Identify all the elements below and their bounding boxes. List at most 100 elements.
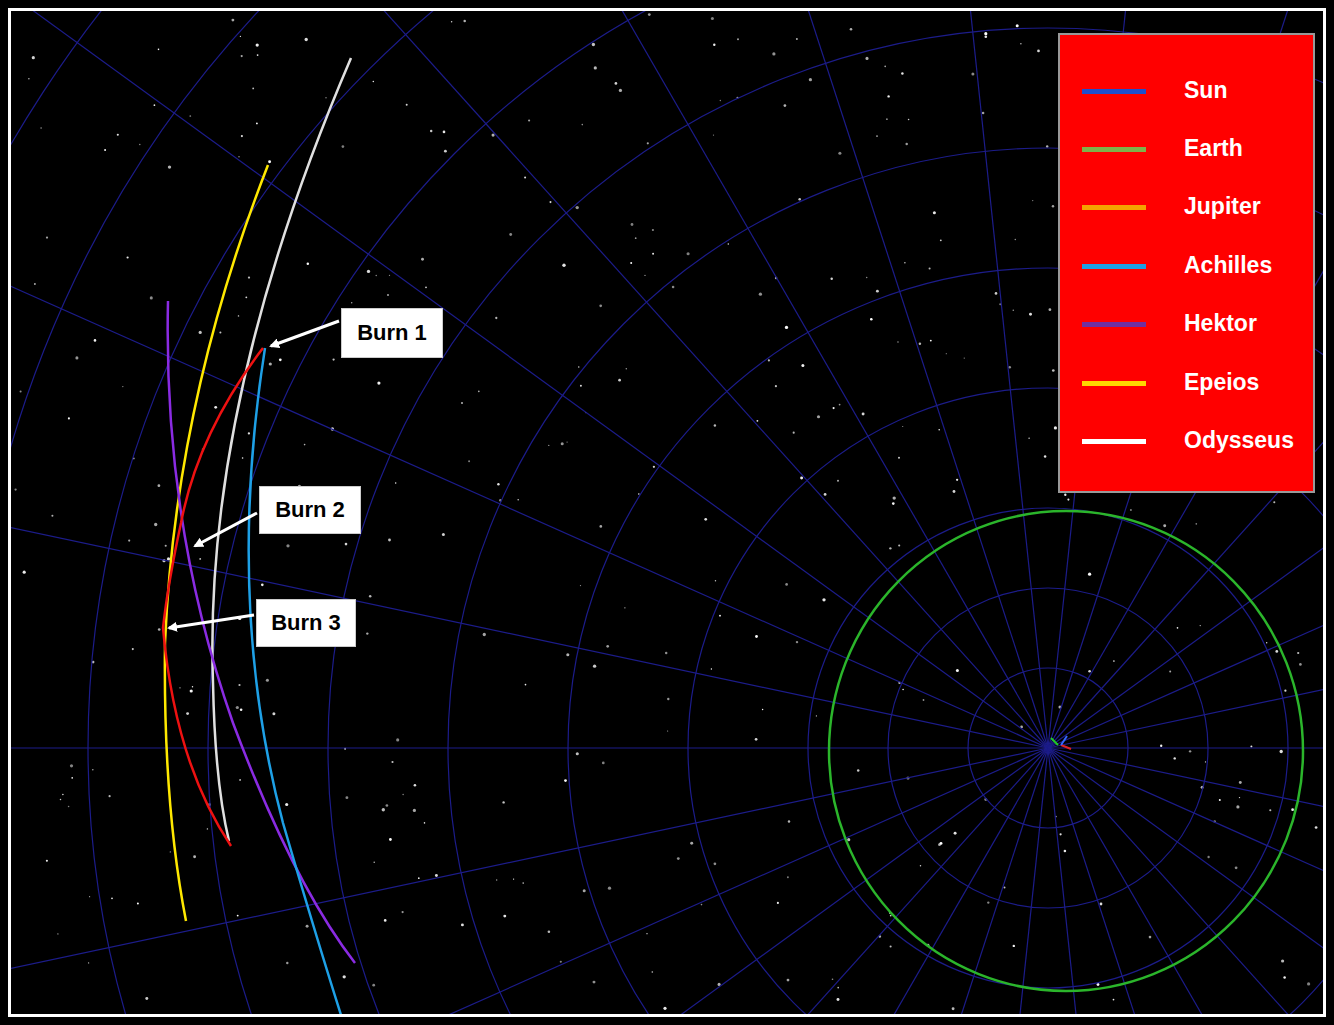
star	[245, 296, 247, 298]
star	[442, 533, 445, 536]
star	[168, 165, 171, 168]
star	[332, 358, 334, 360]
star	[167, 557, 170, 560]
star	[647, 142, 649, 144]
star	[94, 339, 97, 342]
star	[32, 56, 35, 59]
star	[389, 838, 392, 841]
callout-box: Burn 2	[259, 486, 361, 534]
star	[908, 119, 910, 121]
star	[373, 81, 375, 83]
star	[389, 275, 390, 276]
star	[483, 633, 486, 636]
star	[384, 919, 387, 922]
star	[413, 809, 416, 812]
legend-box: SunEarthJupiterAchillesHektorEpeiosOdyss…	[1058, 33, 1315, 493]
star	[1060, 833, 1062, 835]
star	[304, 444, 306, 446]
star	[938, 429, 940, 431]
star	[833, 407, 835, 409]
legend-entry: Hektor	[1060, 308, 1313, 342]
star	[1037, 50, 1040, 53]
star	[240, 36, 241, 37]
star	[23, 571, 26, 574]
star	[189, 115, 191, 117]
star	[714, 862, 717, 865]
grid-ring	[88, 11, 1326, 1017]
star	[122, 386, 123, 387]
star	[342, 145, 345, 148]
star	[876, 135, 878, 137]
grid-spoke	[1048, 11, 1326, 748]
star	[1064, 850, 1067, 853]
legend-swatch	[1082, 147, 1146, 152]
star	[728, 243, 729, 244]
star	[796, 38, 798, 40]
spacecraft-trajectory	[163, 348, 263, 846]
star	[631, 223, 634, 226]
star	[158, 484, 161, 487]
star	[652, 229, 654, 231]
star	[890, 945, 892, 947]
grid-spoke	[1048, 748, 1326, 1017]
star	[1273, 501, 1275, 503]
star	[68, 806, 70, 808]
star	[667, 730, 668, 731]
star	[713, 134, 714, 135]
star	[179, 687, 180, 688]
star	[1163, 524, 1166, 527]
star	[463, 20, 466, 23]
star	[594, 66, 597, 69]
star	[1008, 366, 1011, 369]
star	[1266, 642, 1267, 643]
star	[1004, 887, 1006, 889]
star	[839, 404, 841, 406]
star	[801, 364, 804, 367]
star	[940, 239, 942, 241]
star	[238, 156, 239, 157]
grid-ring	[11, 11, 1326, 1017]
star	[711, 668, 712, 669]
star	[847, 838, 850, 841]
legend-label: Achilles	[1184, 252, 1272, 279]
star	[892, 502, 895, 505]
star	[1054, 426, 1057, 429]
star	[956, 479, 958, 481]
star	[796, 641, 798, 643]
star	[46, 236, 48, 238]
hektor-orbit	[168, 301, 355, 963]
legend-entry: Epeios	[1060, 367, 1313, 401]
star	[777, 902, 779, 904]
star	[663, 1007, 666, 1010]
star	[214, 406, 217, 409]
star	[964, 357, 965, 358]
star	[137, 903, 139, 905]
star	[952, 1007, 955, 1010]
star	[837, 987, 839, 989]
star	[624, 607, 625, 608]
star	[1269, 809, 1271, 811]
star	[193, 855, 196, 858]
star	[51, 515, 53, 517]
star	[1100, 903, 1103, 906]
star	[241, 55, 243, 57]
star	[929, 267, 931, 269]
grid-ring	[568, 268, 1326, 1017]
star	[60, 799, 62, 801]
star	[20, 391, 22, 393]
star	[946, 353, 947, 354]
star	[788, 820, 790, 822]
star	[800, 477, 803, 480]
star	[887, 95, 889, 97]
star	[71, 777, 73, 779]
legend-entry: Odysseus	[1060, 425, 1313, 459]
star	[652, 253, 654, 255]
star	[158, 628, 161, 631]
star	[1032, 200, 1033, 201]
leader-arrows	[169, 321, 339, 628]
star	[109, 795, 111, 797]
star	[653, 466, 655, 468]
star	[1160, 745, 1162, 747]
star	[580, 585, 581, 586]
star	[1052, 369, 1055, 372]
